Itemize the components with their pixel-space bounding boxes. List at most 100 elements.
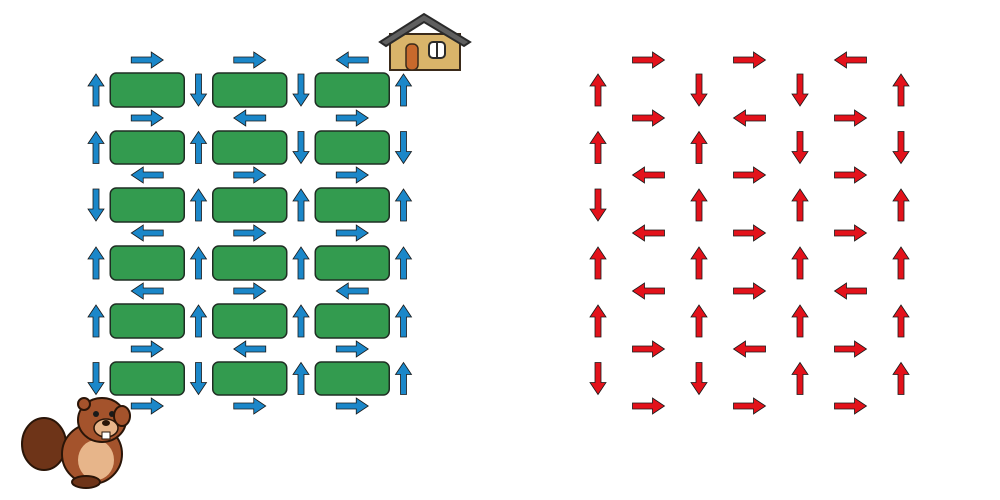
red-arrow-vertical — [892, 304, 910, 338]
house-wall — [389, 33, 461, 71]
arrow-icon — [632, 397, 666, 415]
arrow-icon — [394, 131, 413, 165]
city-block — [109, 72, 185, 108]
street-arrow-horizontal — [233, 282, 267, 300]
arrow-icon — [130, 340, 164, 358]
arrow-icon — [631, 224, 665, 242]
red-arrow-vertical — [589, 362, 607, 396]
street-arrow-vertical — [292, 73, 310, 107]
street-arrow-horizontal — [130, 109, 164, 127]
red-arrow-horizontal — [733, 282, 767, 300]
arrow-icon — [335, 397, 369, 415]
arrow-icon — [394, 188, 413, 222]
red-arrow-vertical — [690, 362, 708, 396]
red-arrow-vertical — [589, 304, 607, 338]
arrow-icon — [189, 130, 208, 164]
red-arrow-vertical — [690, 188, 708, 222]
arrow-icon — [233, 109, 267, 127]
red-arrow-horizontal — [632, 109, 666, 127]
arrow-icon — [834, 397, 868, 415]
red-arrow-vertical — [892, 73, 910, 107]
city-block — [109, 187, 185, 223]
red-arrow-vertical — [791, 246, 809, 280]
beaver-icon — [21, 397, 131, 489]
street-arrow-vertical — [292, 131, 310, 165]
street-arrow-horizontal — [233, 166, 267, 184]
beaver-eye — [93, 411, 99, 417]
arrow-icon — [631, 282, 665, 300]
arrow-icon — [189, 188, 208, 222]
arrow-icon — [892, 361, 910, 395]
arrow-icon — [335, 282, 369, 300]
street-arrow-vertical — [189, 73, 208, 107]
red-arrow-vertical — [589, 246, 607, 280]
red-arrow-horizontal — [632, 51, 666, 69]
street-arrow-horizontal — [233, 340, 267, 358]
street-arrow-vertical — [87, 246, 105, 280]
street-arrow-vertical — [292, 361, 310, 395]
street-arrow-vertical — [394, 304, 413, 338]
red-arrow-horizontal — [834, 397, 868, 415]
arrow-icon — [87, 304, 105, 338]
arrow-icon — [690, 304, 708, 338]
street-arrow-vertical — [394, 73, 413, 107]
arrow-icon — [733, 224, 767, 242]
street-arrow-horizontal — [335, 340, 369, 358]
red-arrow-vertical — [892, 246, 910, 280]
city-block — [212, 130, 288, 165]
beaver-foot — [71, 475, 101, 489]
arrow-icon — [189, 304, 208, 338]
city-block — [212, 245, 288, 281]
arrow-icon — [394, 304, 413, 338]
arrow-icon — [589, 130, 607, 164]
street-arrow-vertical — [189, 188, 208, 222]
street-arrow-horizontal — [233, 109, 267, 127]
arrow-icon — [589, 362, 607, 396]
street-arrow-horizontal — [130, 282, 164, 300]
street-arrow-horizontal — [130, 166, 164, 184]
beaver-belly — [78, 440, 114, 480]
red-arrow-vertical — [791, 188, 809, 222]
arrow-icon — [690, 130, 708, 164]
red-arrow-vertical — [690, 130, 708, 164]
city-block — [314, 72, 390, 108]
arrow-icon — [733, 51, 767, 69]
red-arrow-vertical — [892, 188, 910, 222]
arrow-icon — [589, 246, 607, 280]
arrow-icon — [335, 166, 369, 184]
city-block — [109, 303, 185, 339]
red-arrow-horizontal — [733, 397, 767, 415]
street-arrow-horizontal — [130, 51, 164, 69]
arrow-icon — [87, 130, 105, 164]
street-arrow-vertical — [394, 131, 413, 165]
street-arrow-horizontal — [335, 166, 369, 184]
arrow-icon — [834, 166, 868, 184]
street-arrow-horizontal — [130, 224, 164, 242]
arrow-icon — [791, 304, 809, 338]
arrow-icon — [233, 282, 267, 300]
arrow-icon — [589, 73, 607, 107]
arrow-icon — [732, 340, 766, 358]
arrow-icon — [589, 188, 607, 222]
arrow-icon — [233, 51, 267, 69]
arrow-icon — [292, 246, 310, 280]
arrow-icon — [87, 73, 105, 107]
street-arrow-horizontal — [335, 282, 369, 300]
red-arrow-vertical — [892, 361, 910, 395]
city-block — [314, 245, 390, 281]
arrow-icon — [335, 51, 369, 69]
city-block — [314, 361, 390, 396]
arrow-icon — [892, 304, 910, 338]
red-arrow-vertical — [690, 246, 708, 280]
arrow-icon — [834, 109, 868, 127]
beaver-tail — [21, 417, 67, 471]
arrow-icon — [394, 246, 413, 280]
street-arrow-vertical — [292, 246, 310, 280]
arrow-icon — [834, 224, 868, 242]
street-arrow-vertical — [189, 362, 208, 396]
arrow-icon — [690, 362, 708, 396]
red-arrow-horizontal — [732, 109, 766, 127]
red-arrow-horizontal — [833, 51, 867, 69]
arrow-icon — [632, 340, 666, 358]
